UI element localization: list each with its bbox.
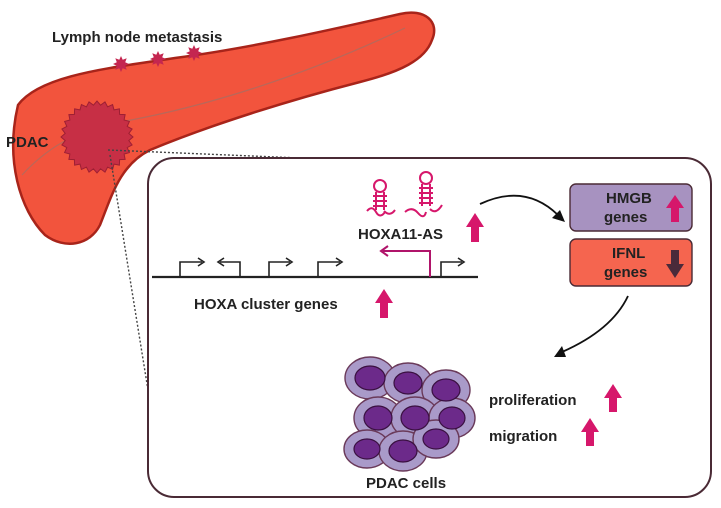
zoom-line-top xyxy=(107,149,301,159)
ifnl-genes-label: genes xyxy=(604,264,647,281)
arrow-to-pdac-cells-head-icon xyxy=(554,346,566,357)
lymph-node-metastasis-label: Lymph node metastasis xyxy=(52,29,222,46)
migration-label: migration xyxy=(489,428,557,445)
hmgb-up-arrow-icon xyxy=(666,195,684,222)
migration-up-arrow-icon xyxy=(581,418,599,446)
hoxa-cluster-genes-label: HOXA cluster genes xyxy=(194,296,338,313)
hoxa-cluster-up-arrow-icon xyxy=(375,289,393,318)
pdac-cell-nucleus-7 xyxy=(353,438,381,460)
ifnl-down-arrow-icon xyxy=(666,250,684,278)
pdac-cell-nucleus-6 xyxy=(438,406,466,430)
pdac-cell-nucleus-5 xyxy=(400,405,430,431)
promoter-arrows xyxy=(179,257,466,277)
tumor-mass xyxy=(60,100,134,174)
pdac-cell-nucleus-4 xyxy=(363,405,393,431)
proliferation-label: proliferation xyxy=(489,392,577,409)
pdac-cell-nucleus-1 xyxy=(354,365,386,391)
pdac-cell-nucleus-3 xyxy=(431,378,461,402)
pancreas xyxy=(12,11,436,245)
arrow-to-hmgb-head-icon xyxy=(552,210,565,222)
pdac-cell-nucleus-9 xyxy=(422,428,450,450)
pancreatic-duct xyxy=(21,27,406,176)
pancreas-body xyxy=(12,11,436,245)
metastasis-node-1 xyxy=(113,56,129,72)
hmgb-genes-label: genes xyxy=(604,209,647,226)
ifnl-genes-box xyxy=(569,238,693,287)
hoxa11-as-up-arrow-icon xyxy=(466,213,484,242)
pdac-cell-nucleus-2 xyxy=(393,371,423,395)
hoxa11-as-rna-icon xyxy=(366,171,443,218)
arrow-to-pdac-cells xyxy=(561,295,629,353)
pdac-cells-cluster xyxy=(343,356,476,472)
hoxa11-as-label: HOXA11-AS xyxy=(358,226,443,243)
ifnl-label: IFNL xyxy=(612,245,645,262)
zoom-line-bottom xyxy=(109,154,149,391)
metastasis-node-2 xyxy=(150,51,166,67)
pdac-cells-label: PDAC cells xyxy=(366,475,446,492)
proliferation-up-arrow-icon xyxy=(604,384,622,412)
arrow-to-hmgb xyxy=(479,194,559,216)
metastasis-node-3 xyxy=(186,45,202,61)
hmgb-genes-box xyxy=(569,183,693,232)
hmgb-label: HMGB xyxy=(606,190,652,207)
pdac-cell-nucleus-8 xyxy=(388,439,418,463)
hoxa11-as-antisense-promoter xyxy=(379,245,431,277)
pdac-label: PDAC xyxy=(6,134,49,151)
